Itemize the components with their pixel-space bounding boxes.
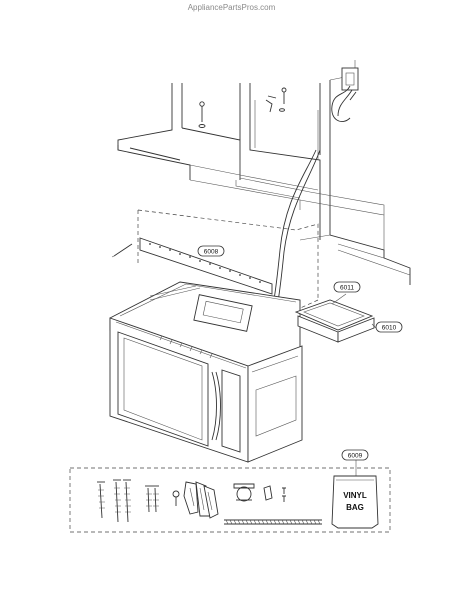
cord-clamp	[233, 483, 255, 502]
callout-6010: 6010	[371, 321, 403, 333]
wall-plate-outline	[137, 209, 319, 311]
callout-6008: 6008	[197, 245, 225, 257]
microwave-oven	[109, 281, 303, 463]
grease-filter-assembly	[294, 299, 375, 343]
short-screws	[145, 485, 159, 513]
callout-6009-text: 6009	[348, 453, 363, 460]
vinyl-bag-label-line2: BAG	[346, 503, 364, 512]
toggle-bolt	[172, 490, 180, 506]
watermark-text: AppliancePartsPros.com	[187, 3, 276, 12]
callout-6009: 6009	[341, 449, 369, 476]
callout-6011: 6011	[331, 281, 361, 305]
long-screws	[97, 479, 131, 523]
callout-6008-text: 6008	[204, 249, 219, 256]
vinyl-bag-label-line1: VINYL	[343, 491, 367, 500]
wing-anchors	[183, 481, 219, 519]
mounting-plate	[111, 237, 273, 295]
grommet	[263, 485, 273, 501]
callout-6011-text: 6011	[340, 285, 354, 292]
vinyl-bag: VINYL BAG	[331, 475, 379, 529]
callout-6010-text: 6010	[382, 325, 397, 332]
hardware-kit-box: VINYL BAG	[69, 467, 391, 533]
tiny-screws	[282, 487, 286, 502]
serrated-strip	[224, 519, 322, 525]
callout-labels: 6008 6011 6010 6009	[197, 245, 403, 476]
upper-cabinet	[117, 60, 411, 285]
